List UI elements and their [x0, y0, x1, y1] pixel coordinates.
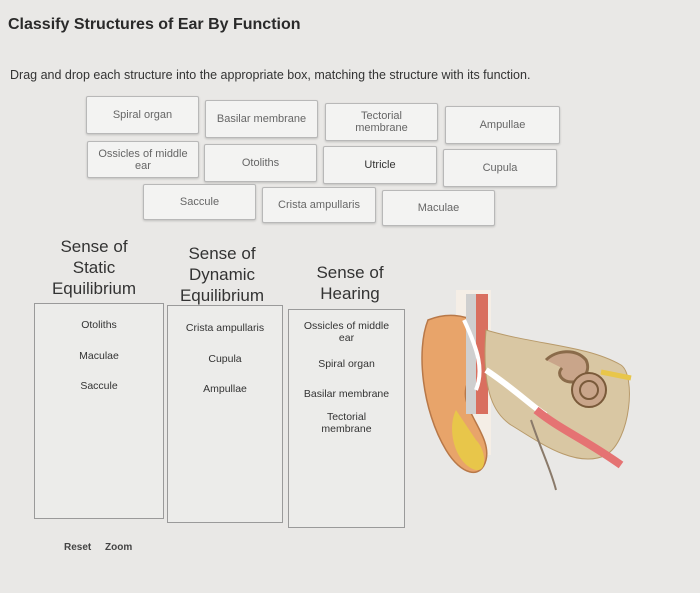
drop-zone-static-equilibrium[interactable]: Otoliths Maculae Saccule — [34, 303, 164, 519]
bin-item[interactable]: Crista ampullaris — [185, 322, 265, 334]
zoom-button[interactable]: Zoom — [105, 542, 133, 553]
bin-item[interactable]: Ampullae — [203, 383, 247, 395]
heading-hearing: Sense of Hearing — [316, 263, 384, 303]
chip-label: Ampullae — [479, 119, 526, 131]
heading-static-equilibrium: Sense of Static Equilibrium — [51, 237, 137, 298]
bin-item[interactable]: Cupula — [208, 353, 242, 365]
reset-button[interactable]: Reset — [64, 542, 92, 553]
bin-item[interactable]: Basilar membrane — [303, 388, 390, 400]
bin-item[interactable]: Tectorial membrane — [321, 411, 372, 435]
chip-label: Ossicles of middle ear — [98, 147, 188, 172]
ear-anatomy-illustration — [421, 290, 632, 491]
chip-utricle[interactable]: Utricle — [323, 146, 437, 184]
chip-label: Otoliths — [241, 157, 280, 169]
chip-spiral-organ[interactable]: Spiral organ — [86, 96, 199, 134]
heading-dynamic-equilibrium: Sense of Dynamic Equilibrium — [179, 244, 265, 305]
chip-maculae[interactable]: Maculae — [382, 190, 495, 226]
bin-item[interactable]: Ossicles of middle ear — [303, 320, 390, 344]
bin-item[interactable]: Spiral organ — [318, 358, 375, 370]
chip-label: Utricle — [364, 159, 396, 171]
chip-otoliths[interactable]: Otoliths — [204, 144, 317, 182]
chip-label: Saccule — [179, 196, 220, 208]
bin-item[interactable]: Saccule — [80, 380, 118, 392]
chip-crista-ampullaris[interactable]: Crista ampullaris — [262, 187, 376, 223]
drop-zone-dynamic-equilibrium[interactable]: Crista ampullaris Cupula Ampullae — [167, 305, 283, 523]
chip-basilar-membrane[interactable]: Basilar membrane — [205, 100, 318, 138]
bin-item[interactable]: Maculae — [79, 350, 119, 362]
chip-ampullae[interactable]: Ampullae — [445, 106, 560, 144]
chip-ossicles-of-middle-ear[interactable]: Ossicles of middle ear — [87, 141, 199, 178]
chip-saccule[interactable]: Saccule — [143, 184, 256, 220]
chip-tectorial-membrane[interactable]: Tectorial membrane — [325, 103, 438, 141]
page-title: Classify Structures of Ear By Function — [8, 16, 301, 33]
chip-label: Basilar membrane — [216, 113, 307, 125]
bin-item[interactable]: Otoliths — [81, 319, 117, 331]
chip-label: Maculae — [417, 202, 460, 214]
chip-label: Spiral organ — [112, 109, 173, 121]
instructions: Drag and drop each structure into the ap… — [10, 68, 531, 82]
chip-label: Tectorial membrane — [355, 110, 408, 134]
chip-label: Crista ampullaris — [278, 199, 360, 211]
chip-label: Cupula — [482, 162, 518, 174]
chip-cupula[interactable]: Cupula — [443, 149, 557, 187]
drop-zone-hearing[interactable]: Ossicles of middle ear Spiral organ Basi… — [288, 309, 405, 528]
